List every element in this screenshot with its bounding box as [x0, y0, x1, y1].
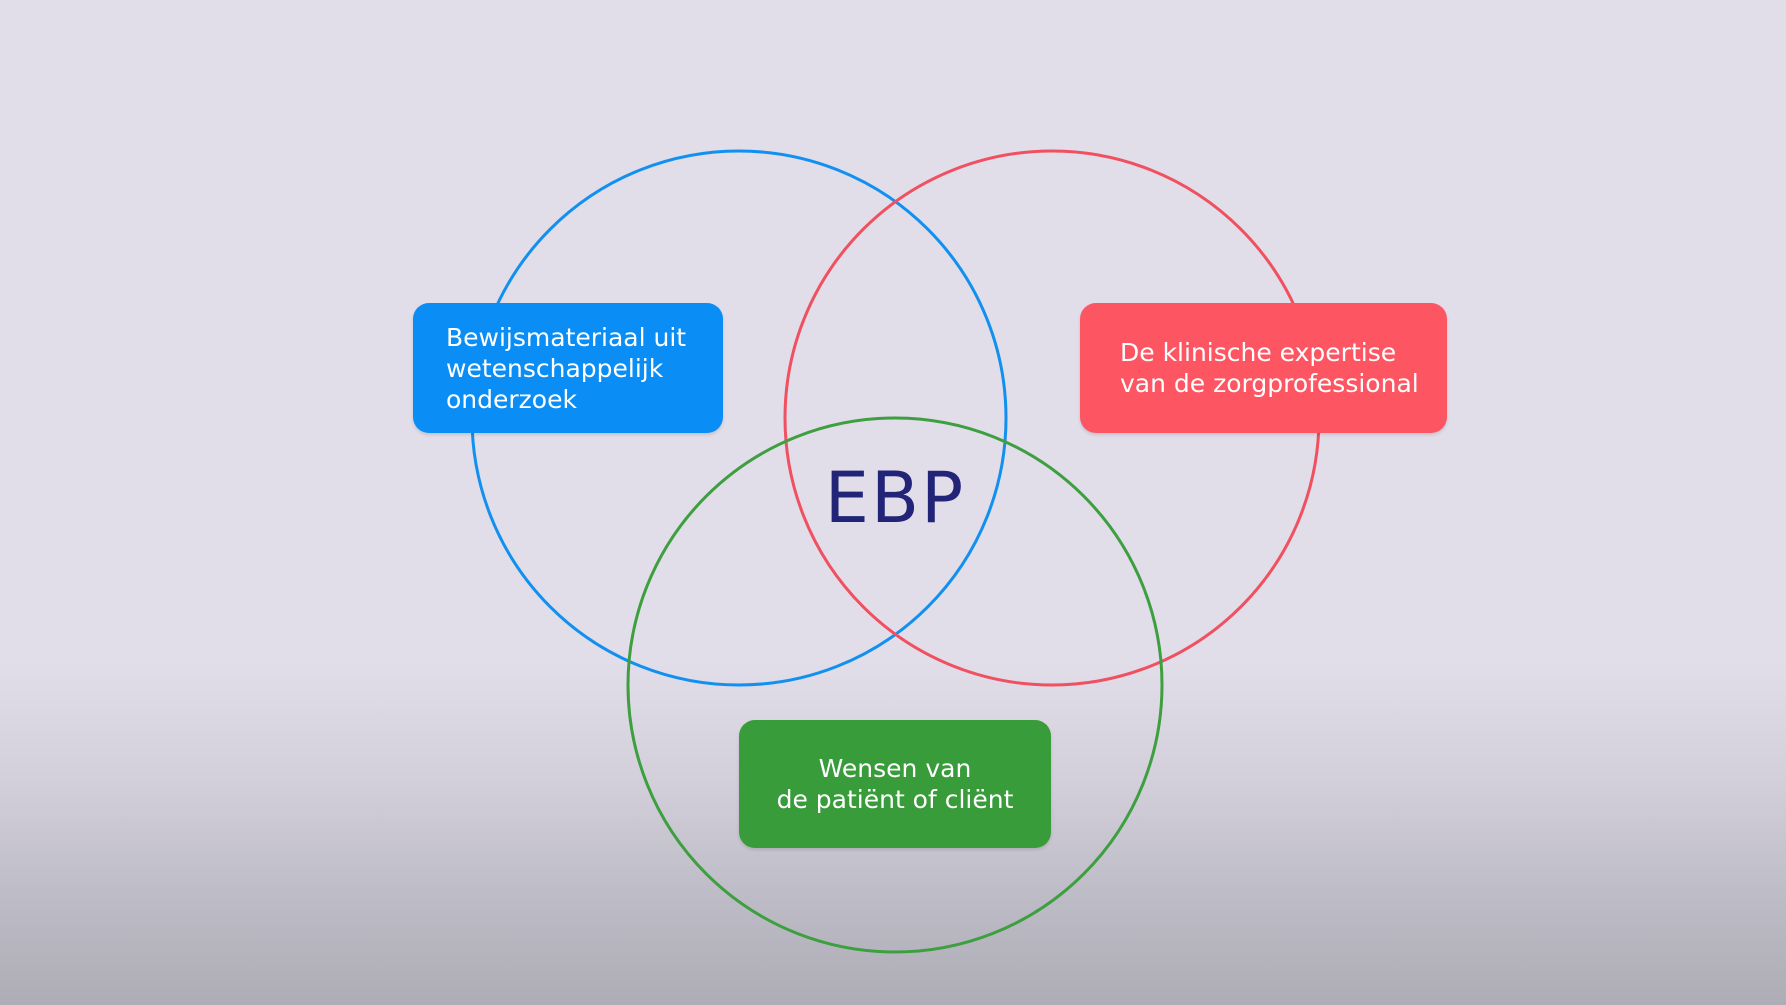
expertise-label-box: De klinische expertise van de zorgprofes… [1080, 303, 1447, 433]
evidence-label-line-1: Bewijsmateriaal uit [446, 322, 687, 352]
expertise-label-line-2: van de zorgprofessional [1120, 369, 1419, 398]
patient-circle [626, 416, 1164, 954]
patient-label-line-2: de patiënt of cliënt [776, 785, 1014, 814]
evidence-label-line-2: wetenschappelijk [446, 353, 664, 383]
patient-label-box: Wensen van de patiënt of cliënt [739, 720, 1051, 848]
expertise-label-line-1: De klinische expertise [1120, 338, 1397, 367]
ebp-center-label: EBP [824, 457, 966, 539]
evidence-label-box: Bewijsmateriaal uit wetenschappelijk ond… [413, 303, 723, 433]
evidence-label-line-3: onderzoek [446, 384, 577, 414]
patient-label-line-1: Wensen van [818, 754, 972, 783]
